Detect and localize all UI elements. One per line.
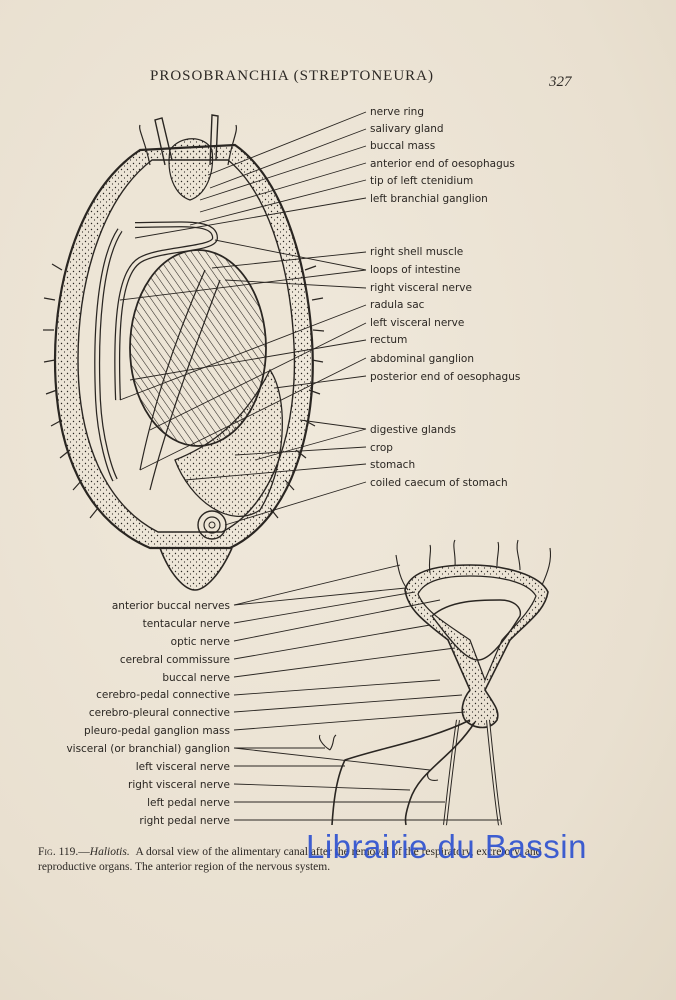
label-left-pedal-nerve: left pedal nerve — [147, 797, 230, 809]
label-buccal-nerve: buccal nerve — [162, 672, 230, 684]
label-right-shell-muscle: right shell muscle — [370, 246, 463, 258]
label-loops-of-intestine: loops of intestine — [370, 264, 460, 276]
label-rectum: rectum — [370, 334, 407, 346]
label-radula-sac: radula sac — [370, 299, 425, 311]
label-right-pedal-nerve: right pedal nerve — [139, 815, 230, 827]
label-left-branchial-ganglion: left branchial ganglion — [370, 193, 488, 205]
haliotis-body-drawing — [43, 114, 325, 591]
upper-leader-lines — [119, 111, 367, 526]
running-header: PROSOBRANCHIA (STREPTONEURA) — [150, 68, 435, 84]
figure-caption: Fig. 119.—Haliotis. A dorsal view of the… — [38, 846, 542, 873]
label-salivary-gland: salivary gland — [370, 123, 444, 135]
label-posterior-oesophagus: posterior end of oesophagus — [370, 371, 520, 383]
label-stomach: stomach — [370, 459, 415, 471]
label-optic-nerve: optic nerve — [171, 636, 230, 648]
label-anterior-buccal-nerves: anterior buccal nerves — [112, 600, 230, 612]
label-cerebral-commissure: cerebral commissure — [120, 654, 230, 666]
caption-genus: Haliotis. — [89, 846, 130, 858]
lower-leader-lines — [233, 564, 500, 821]
label-pleuro-pedal-ganglion-mass: pleuro-pedal ganglion mass — [84, 725, 230, 737]
label-right-visceral-nerve: right visceral nerve — [370, 282, 472, 294]
label-coiled-caecum: coiled caecum of stomach — [370, 477, 508, 489]
label-left-visceral-nerve: left visceral nerve — [370, 317, 464, 329]
label-visceral-ganglion: visceral (or branchial) ganglion — [66, 743, 230, 755]
label-cerebro-pedal-connective: cerebro-pedal connective — [96, 689, 230, 701]
label-buccal-mass: buccal mass — [370, 140, 435, 152]
label-right-visceral-nerve-lower: right visceral nerve — [128, 779, 230, 791]
label-tip-left-ctenidium: tip of left ctenidium — [370, 175, 473, 187]
nervous-system-drawing — [318, 539, 552, 826]
label-crop: crop — [370, 442, 393, 454]
label-nerve-ring: nerve ring — [370, 106, 424, 118]
page-number: 327 — [549, 74, 572, 90]
lower-labels: anterior buccal nerves tentacular nerve … — [66, 600, 230, 827]
label-tentacular-nerve: tentacular nerve — [143, 618, 230, 630]
upper-labels: nerve ring salivary gland buccal mass an… — [370, 106, 520, 489]
caption-figure-number: Fig. 119. — [38, 846, 79, 858]
label-digestive-glands: digestive glands — [370, 424, 456, 436]
label-cerebro-pleural-connective: cerebro-pleural connective — [89, 707, 230, 719]
label-abdominal-ganglion: abdominal ganglion — [370, 353, 474, 365]
caption-text: A dorsal view of the alimentary canal af… — [38, 846, 542, 873]
watermark: Librairie du Bassin — [306, 828, 587, 865]
label-anterior-oesophagus: anterior end of oesophagus — [370, 158, 515, 170]
label-left-visceral-nerve-lower: left visceral nerve — [136, 761, 230, 773]
